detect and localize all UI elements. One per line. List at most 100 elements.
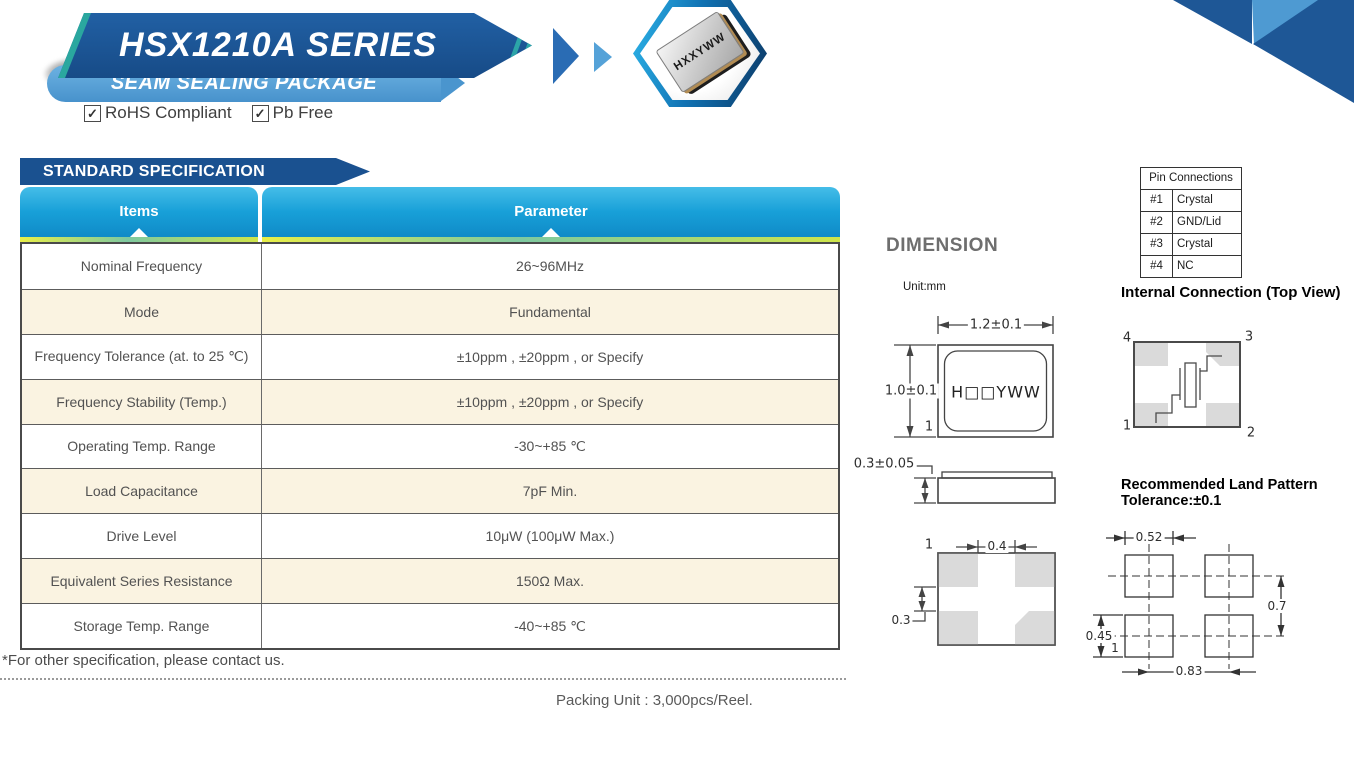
header-pointer-icon [542,228,560,237]
corner-decoration-triangles [1173,0,1354,103]
compliance-badges: ✓ RoHS Compliant ✓ Pb Free [84,103,333,123]
bottom-view-diagram [910,540,1056,646]
pin1-marker: 1 [924,419,934,435]
table-row: #4 NC [1141,255,1241,277]
pin-number: #4 [1141,256,1173,277]
dim-label-land-pad-width: 0.52 [1133,530,1165,544]
series-title: HSX1210A SERIES [119,26,437,64]
internal-connection-diagram [1133,341,1241,428]
spec-section-title: STANDARD SPECIFICATION [20,158,370,185]
dotted-divider [0,678,846,680]
dim-label-land-pitch-x: 0.83 [1173,664,1205,678]
pin1-marker: 1 [1111,641,1119,655]
spec-item: Frequency Stability (Temp.) [22,379,262,424]
table-row: Load Capacitance 7pF Min. [22,468,838,514]
rohs-badge: ✓ RoHS Compliant [84,103,232,123]
spec-param: Fundamental [509,303,591,320]
right-arrow-icon [553,28,579,84]
series-banner: HSX1210A SERIES [58,13,532,78]
right-arrow-icon [594,42,612,72]
table-row: Storage Temp. Range -40~+85 ℃ [22,603,838,648]
header-pointer-icon [130,228,148,237]
spec-footnote: *For other specification, please contact… [2,652,285,669]
land-pattern-title: Recommended Land Pattern Tolerance:±0.1 [1121,477,1318,509]
package-marking: H□□YWW [951,382,1041,402]
product-hexagon-inner: HXXYWW [640,7,760,100]
banner-accent-stripe [498,26,527,91]
pin-label-3: 3 [1244,329,1254,345]
spec-param: 10μW (100μW Max.) [485,528,615,545]
pin-number: #3 [1141,234,1173,255]
dim-label-width: 1.2±0.1 [967,317,1025,333]
table-row: Frequency Tolerance (at. to 25 ℃) ±10ppm … [22,333,838,379]
unit-label: Unit:mm [903,281,946,293]
spec-table-body: Nominal Frequency 26~96MHz Mode Fundamenta… [20,242,840,650]
land-pattern-diagram [1093,531,1286,676]
spec-header-items: Items [20,187,258,242]
spec-header-parameter-label: Parameter [514,203,588,220]
top-view-diagram [894,316,1054,438]
table-row: Equivalent Series Resistance 150Ω Max. [22,558,838,604]
packing-unit-note: Packing Unit : 3,000pcs/Reel. [556,692,753,709]
banner-accent-stripe [510,26,539,91]
side-view-diagram [912,465,1056,504]
dim-label-pad-gap-x: 0.4 [985,539,1009,553]
pin-function: GND/Lid [1177,216,1222,228]
crystal-chip-image: HXXYWW [655,10,753,95]
table-row: Drive Level 10μW (100μW Max.) [22,513,838,559]
table-row: Operating Temp. Range -30~+85 ℃ [22,423,838,469]
spec-param: ±10ppm , ±20ppm , or Specify [456,393,644,410]
header-stripe [262,237,840,242]
dimension-title: DIMENSION [886,235,999,256]
dim-label-pad-gap-y: 0.3 [889,613,913,627]
spec-item: Equivalent Series Resistance [22,559,262,604]
spec-header-parameter: Parameter [262,187,840,242]
pin-function: NC [1177,260,1194,272]
land-pattern-title-line1: Recommended Land Pattern [1121,477,1318,493]
spec-param: -40~+85 ℃ [514,617,586,634]
spec-item: Nominal Frequency [22,244,262,289]
chip-marking-text: HXXYWW [671,30,729,73]
internal-connection-title: Internal Connection (Top View) [1121,284,1341,301]
table-row: #1 Crystal [1141,189,1241,211]
pin-label-2: 2 [1246,425,1256,441]
spec-item: Storage Temp. Range [22,604,262,648]
pin1-marker: 1 [924,537,934,553]
pin-function: Crystal [1177,194,1213,206]
spec-param: ±10ppm , ±20ppm , or Specify [456,348,644,365]
dim-label-thickness: 0.3±0.05 [851,456,917,472]
pin-table-title: Pin Connections [1149,172,1233,184]
pin-label-4: 4 [1122,330,1132,346]
table-row: Nominal Frequency 26~96MHz [22,244,838,289]
land-pattern-title-line2: Tolerance:±0.1 [1121,493,1222,509]
pin-label-1: 1 [1122,418,1132,434]
spec-item: Mode [22,289,262,334]
pin-function: Crystal [1177,238,1213,250]
pin-number: #1 [1141,190,1173,211]
rohs-badge-label: RoHS Compliant [105,103,232,122]
spec-param: 150Ω Max. [515,573,585,590]
product-hexagon-badge: HXXYWW [633,0,767,107]
spec-header-items-label: Items [119,203,159,220]
spec-item: Frequency Tolerance (at. to 25 ℃) [22,334,262,379]
spec-item: Operating Temp. Range [22,424,262,469]
spec-item: Load Capacitance [22,469,262,514]
spec-param: 7pF Min. [522,483,578,500]
table-row: #2 GND/Lid [1141,211,1241,233]
table-row: #3 Crystal [1141,233,1241,255]
dim-label-land-pad-height: 0.45 [1083,629,1115,643]
spec-param: -30~+85 ℃ [514,437,586,454]
pbfree-badge: ✓ Pb Free [251,103,334,123]
spec-item: Drive Level [22,514,262,559]
pin-number: #2 [1141,212,1173,233]
pbfree-badge-label: Pb Free [272,103,334,122]
table-row: Mode Fundamental [22,288,838,334]
table-row: Frequency Stability (Temp.) ±10ppm , ±20p… [22,378,838,424]
dim-label-height: 1.0±0.1 [882,383,940,399]
spec-param: 26~96MHz [515,258,585,275]
dim-label-land-pitch-y: 0.7 [1265,599,1289,613]
checkbox-checked-icon: ✓ [84,104,101,122]
header-stripe [20,237,258,242]
